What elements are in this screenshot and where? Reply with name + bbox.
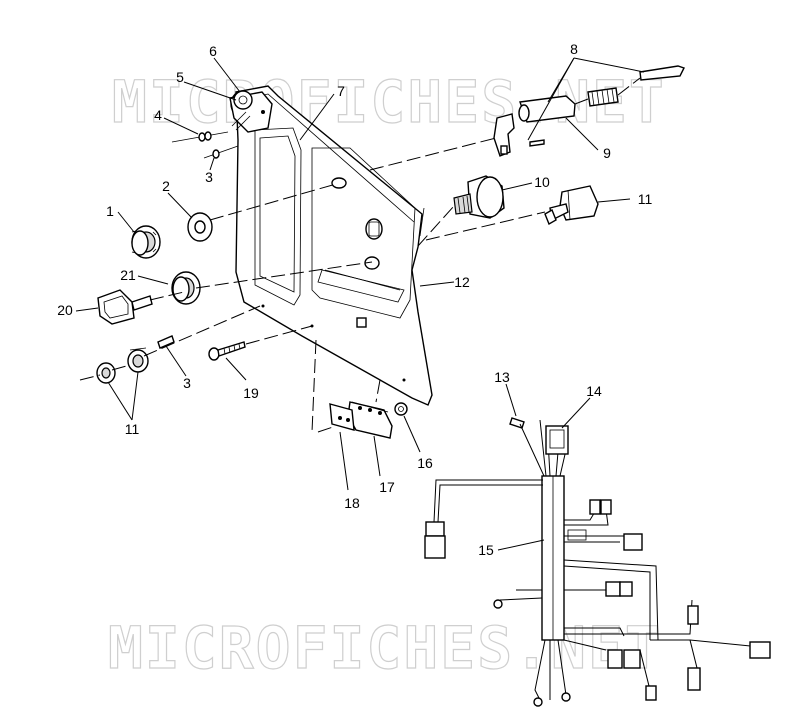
callout-18: 18 — [344, 495, 360, 511]
washer-11-left — [96, 362, 116, 384]
callouts: 6 5 4 3 7 8 9 10 11 2 1 21 20 3 19 12 11… — [57, 41, 652, 558]
terminal-block-17 — [347, 401, 393, 439]
callout-20: 20 — [57, 302, 73, 318]
callout-3-top: 3 — [205, 169, 213, 185]
callout-4: 4 — [154, 107, 162, 123]
callout-19: 19 — [243, 385, 259, 401]
pin-3-bottom — [157, 335, 175, 349]
hinge-bracket — [229, 90, 273, 133]
callout-17: 17 — [379, 479, 395, 495]
callout-12: 12 — [454, 274, 470, 290]
callout-6: 6 — [209, 43, 217, 59]
callout-11-right: 11 — [638, 191, 653, 207]
callout-7: 7 — [337, 83, 345, 99]
callout-1: 1 — [106, 203, 114, 219]
centerlines — [79, 137, 546, 433]
callout-8: 8 — [570, 41, 578, 57]
callout-16: 16 — [417, 455, 433, 471]
toggle-switch-11 — [544, 185, 599, 226]
watermark-top: MICROFICHES.NET — [112, 68, 666, 136]
callout-3-bottom: 3 — [183, 375, 191, 391]
screw-19 — [208, 341, 246, 361]
pin-4 — [171, 131, 229, 143]
bezel-11-left — [127, 347, 149, 373]
callout-14: 14 — [586, 383, 602, 399]
callout-13: 13 — [494, 369, 510, 385]
callout-15: 15 — [478, 542, 494, 558]
nut-1 — [131, 225, 161, 259]
callout-5: 5 — [176, 69, 184, 85]
nut-16 — [394, 402, 408, 416]
watermark-bottom: MICROFICHES.NET — [108, 614, 662, 682]
gauge-10 — [453, 175, 505, 219]
callout-2: 2 — [162, 178, 170, 194]
washer-2 — [187, 212, 213, 242]
leader-lines — [75, 57, 645, 551]
callout-11-left: 11 — [125, 421, 140, 437]
callout-10: 10 — [534, 174, 550, 190]
callout-21: 21 — [120, 267, 136, 283]
nut-21 — [171, 271, 201, 305]
callout-9: 9 — [603, 145, 611, 161]
pin-3-top — [203, 145, 239, 159]
terminal-strip-18 — [329, 403, 355, 431]
wire-harness — [424, 417, 771, 707]
key-20 — [97, 289, 153, 325]
latch-assembly — [493, 65, 685, 157]
